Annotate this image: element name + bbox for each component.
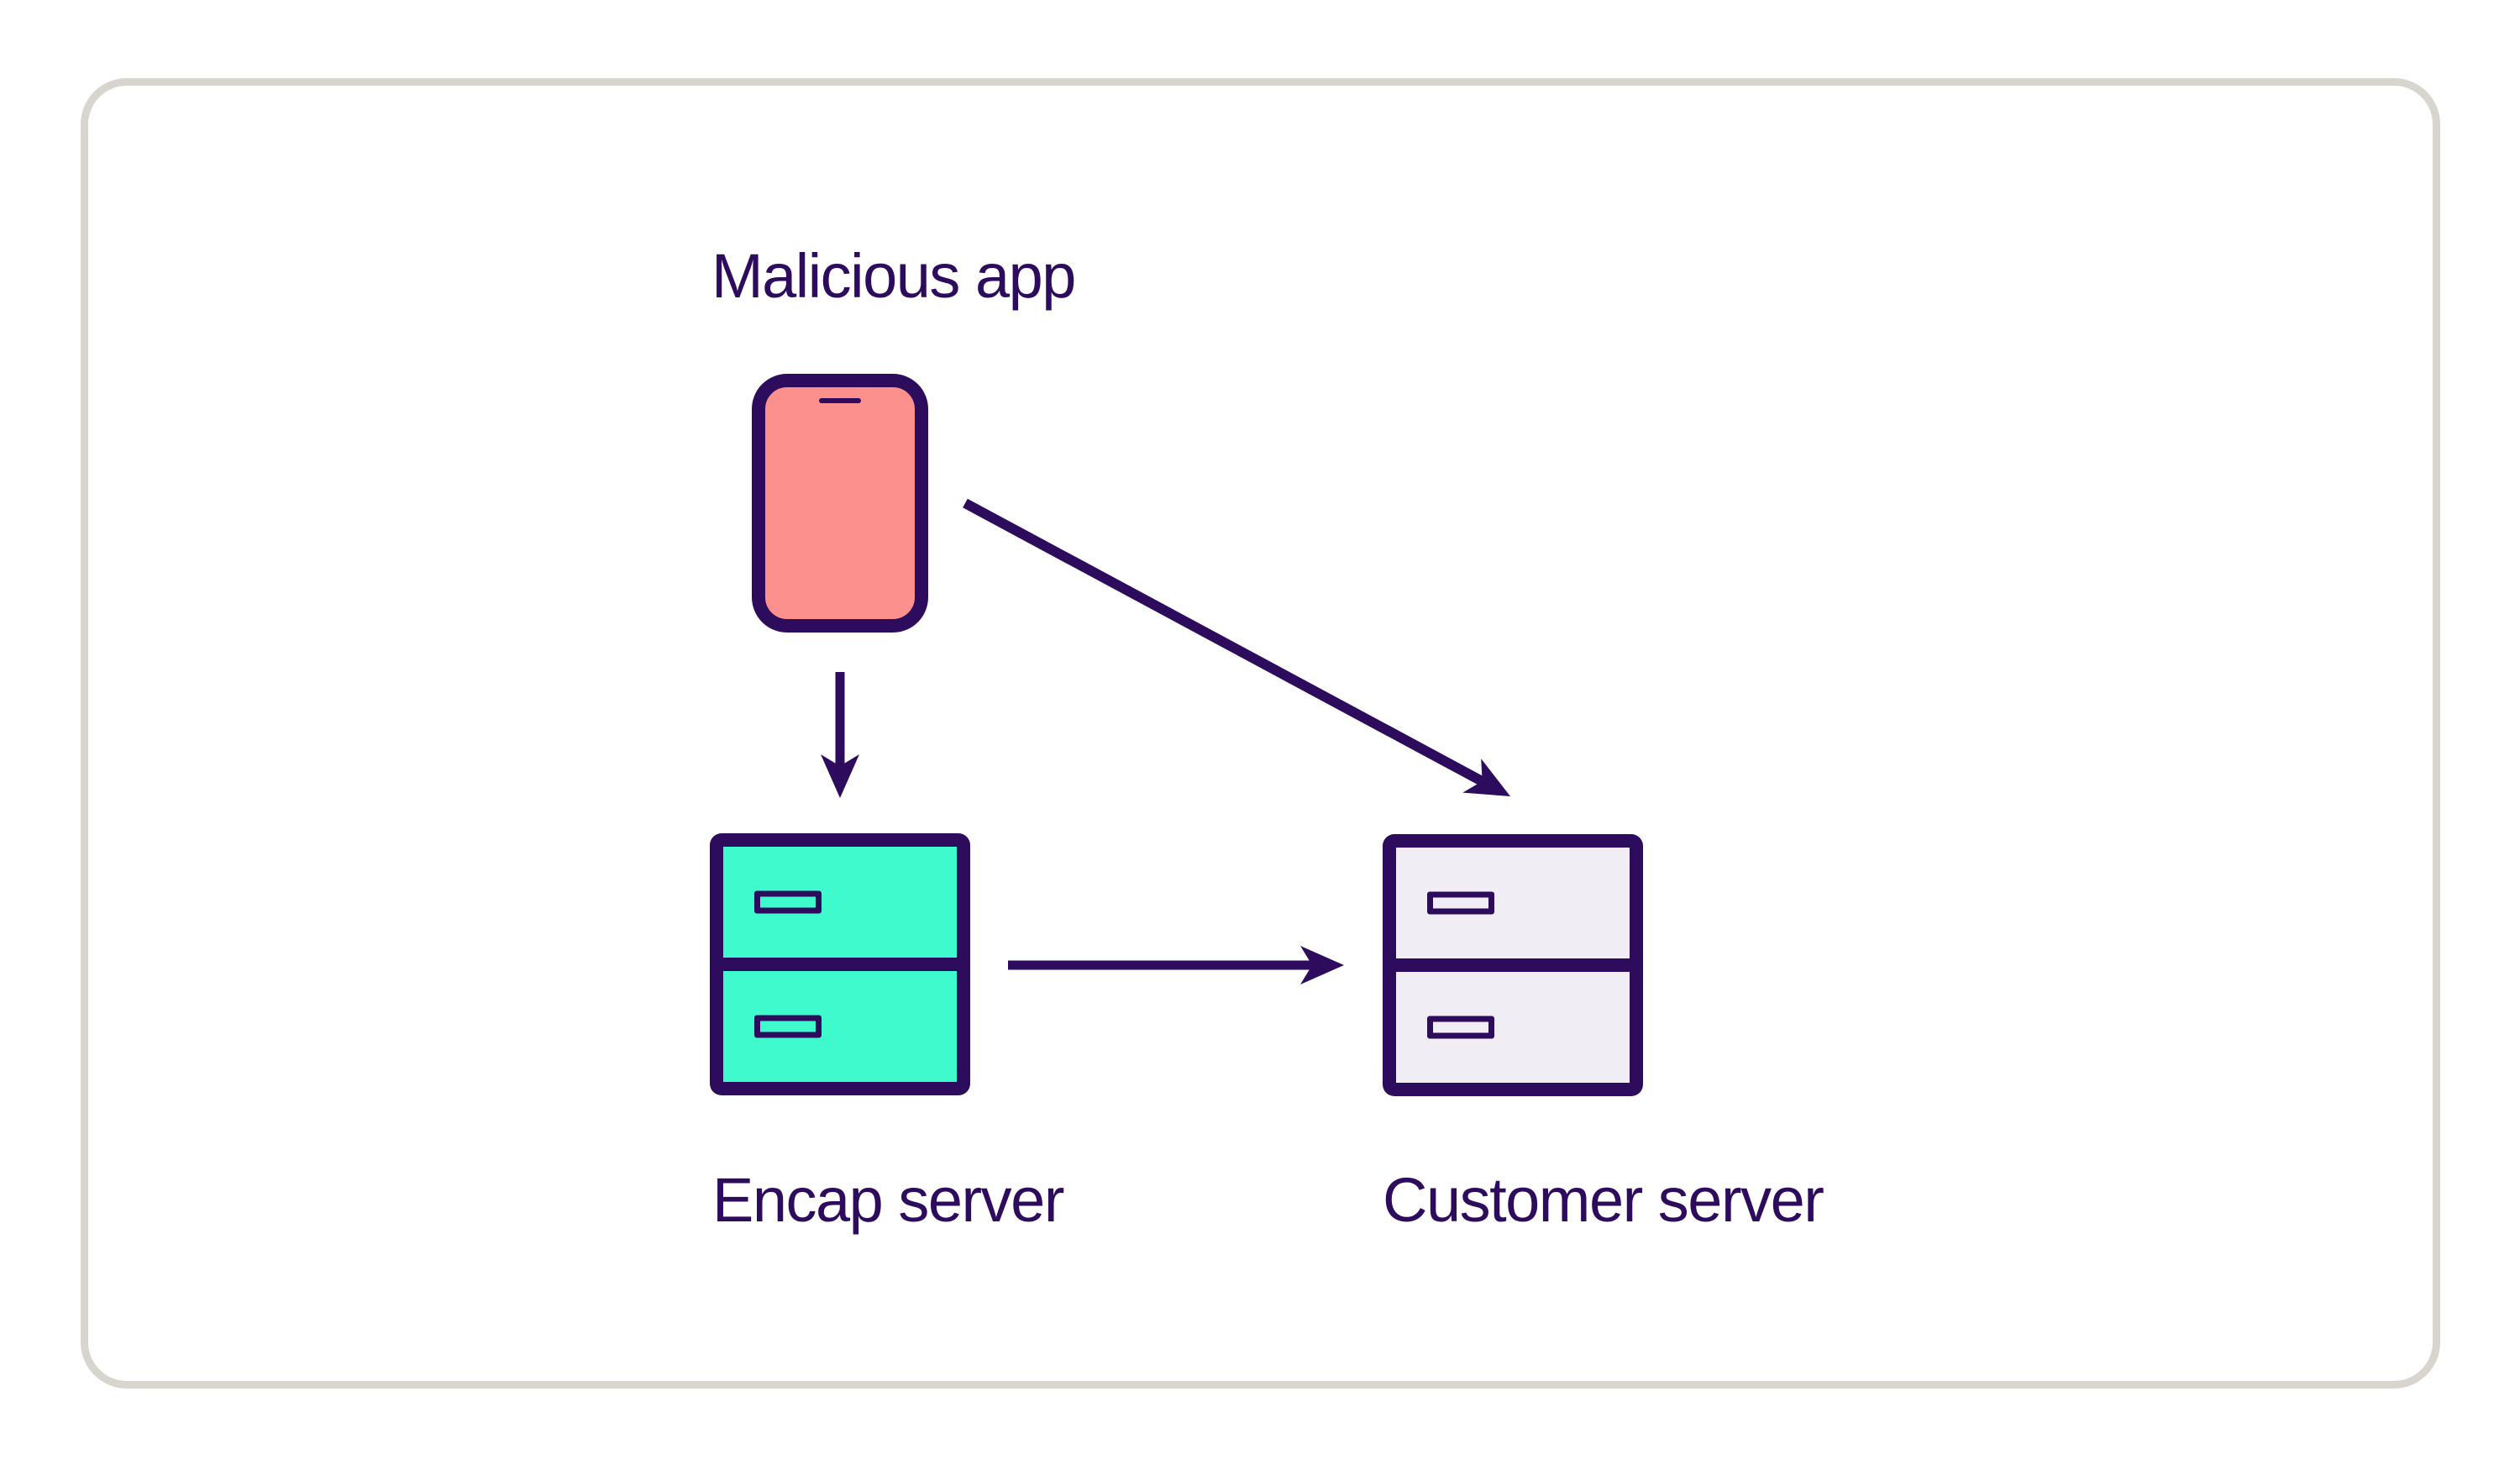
diagram-card	[81, 78, 2440, 1389]
cabinet-drawer	[1396, 972, 1630, 1083]
cabinet-drawer	[723, 971, 957, 1082]
drawer-handle	[754, 1015, 822, 1038]
cabinet-drawer	[723, 847, 957, 958]
encap-server-label: Encap server	[712, 1165, 1064, 1235]
server-cabinet-icon-customer	[1383, 834, 1643, 1096]
server-cabinet-icon-encap	[710, 833, 970, 1095]
drawer-handle	[1427, 891, 1494, 915]
malicious-app-label: Malicious app	[711, 241, 1076, 311]
drawer-handle	[754, 890, 822, 914]
customer-server-label: Customer server	[1383, 1165, 1824, 1235]
drawer-divider	[723, 958, 957, 971]
cabinet-drawer	[1396, 848, 1630, 958]
drawer-divider	[1396, 958, 1630, 972]
smartphone-icon	[752, 374, 928, 633]
drawer-handle	[1427, 1016, 1494, 1039]
phone-speaker-bar	[819, 398, 861, 403]
